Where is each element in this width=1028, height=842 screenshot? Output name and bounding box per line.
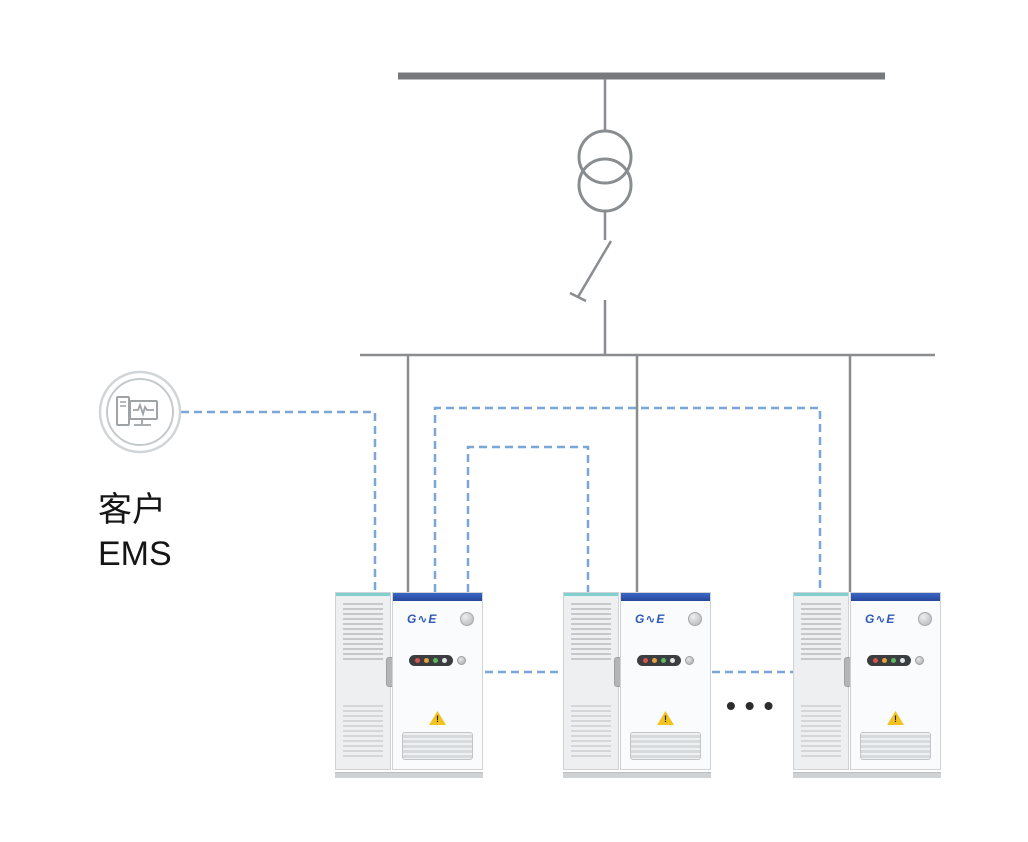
led-white (670, 658, 675, 663)
cabinet-door-panel: G∿E ! (850, 592, 941, 770)
lock-knob-icon (460, 612, 474, 626)
vent-louvers-top (343, 603, 383, 661)
status-led-row (621, 655, 710, 666)
led-orange (424, 658, 429, 663)
status-led-row (851, 655, 940, 666)
status-led-panel (637, 655, 681, 666)
cabinet-door-panel: G∿E ! (620, 592, 711, 770)
led-green (891, 658, 896, 663)
cabinet-teal-strip (794, 593, 848, 596)
brand-logo: G∿E (865, 612, 896, 626)
cabinet-teal-strip (336, 593, 390, 596)
customer-ems-label: 客户 EMS (98, 488, 172, 576)
status-led-panel (867, 655, 911, 666)
comm-line-cabinet1-cabinet2 (466, 445, 590, 592)
cabinet-base (563, 772, 711, 778)
round-button-icon (915, 656, 924, 665)
ems-icon (98, 370, 182, 454)
storage-cabinet-1: G∿E ! (335, 590, 483, 778)
cabinet-vent-panel (793, 592, 853, 770)
cabinet-header: G∿E (621, 601, 710, 631)
storage-cabinet-2: G∿E ! (563, 590, 711, 778)
led-green (661, 658, 666, 663)
brand-logo: G∿E (407, 612, 438, 626)
cabinet-header: G∿E (393, 601, 482, 631)
led-red (873, 658, 878, 663)
brand-logo: G∿E (635, 612, 666, 626)
warning-triangle-icon: ! (429, 711, 446, 725)
cabinet-header: G∿E (851, 601, 940, 631)
round-button-icon (685, 656, 694, 665)
led-red (415, 658, 420, 663)
transformer-icon (577, 129, 633, 213)
bottom-grille (402, 732, 473, 760)
status-led-row (393, 655, 482, 666)
cabinet-base (793, 772, 941, 778)
lock-knob-icon (688, 612, 702, 626)
status-led-panel (409, 655, 453, 666)
warning-triangle-icon: ! (657, 711, 674, 725)
cabinet-blue-band (621, 593, 710, 601)
bottom-grille (630, 732, 701, 760)
ems-computer-icon (116, 396, 158, 426)
bottom-grille (860, 732, 931, 760)
comm-line-cabinet1-cabinet3 (433, 406, 822, 592)
round-button-icon (457, 656, 466, 665)
vent-louvers-bottom (801, 705, 841, 757)
cabinet-vent-panel (563, 592, 623, 770)
lock-knob-icon (918, 612, 932, 626)
led-orange (882, 658, 887, 663)
customer-label-line2: EMS (98, 535, 172, 574)
vent-louvers-top (801, 603, 841, 661)
cabinet-teal-strip (564, 593, 618, 596)
cabinet-vent-panel (335, 592, 395, 770)
cabinet-blue-band (393, 593, 482, 601)
led-red (643, 658, 648, 663)
storage-cabinet-3: G∿E ! (793, 590, 941, 778)
disconnect-switch-icon (569, 240, 613, 303)
customer-label-line1: 客户 (98, 491, 166, 529)
more-cabinets-ellipsis: ••• (726, 690, 783, 721)
led-orange (652, 658, 657, 663)
cabinet-blue-band (851, 593, 940, 601)
led-white (442, 658, 447, 663)
warning-mark: ! (894, 714, 897, 724)
cabinet-door-panel: G∿E ! (392, 592, 483, 770)
warning-triangle-icon: ! (887, 711, 904, 725)
ems-comm-line-cabinet1 (181, 410, 377, 592)
vent-louvers-bottom (343, 705, 383, 757)
led-green (433, 658, 438, 663)
warning-mark: ! (436, 714, 439, 724)
vent-louvers-bottom (571, 705, 611, 757)
warning-mark: ! (664, 714, 667, 724)
led-white (900, 658, 905, 663)
vent-louvers-top (571, 603, 611, 661)
cabinet-base (335, 772, 483, 778)
